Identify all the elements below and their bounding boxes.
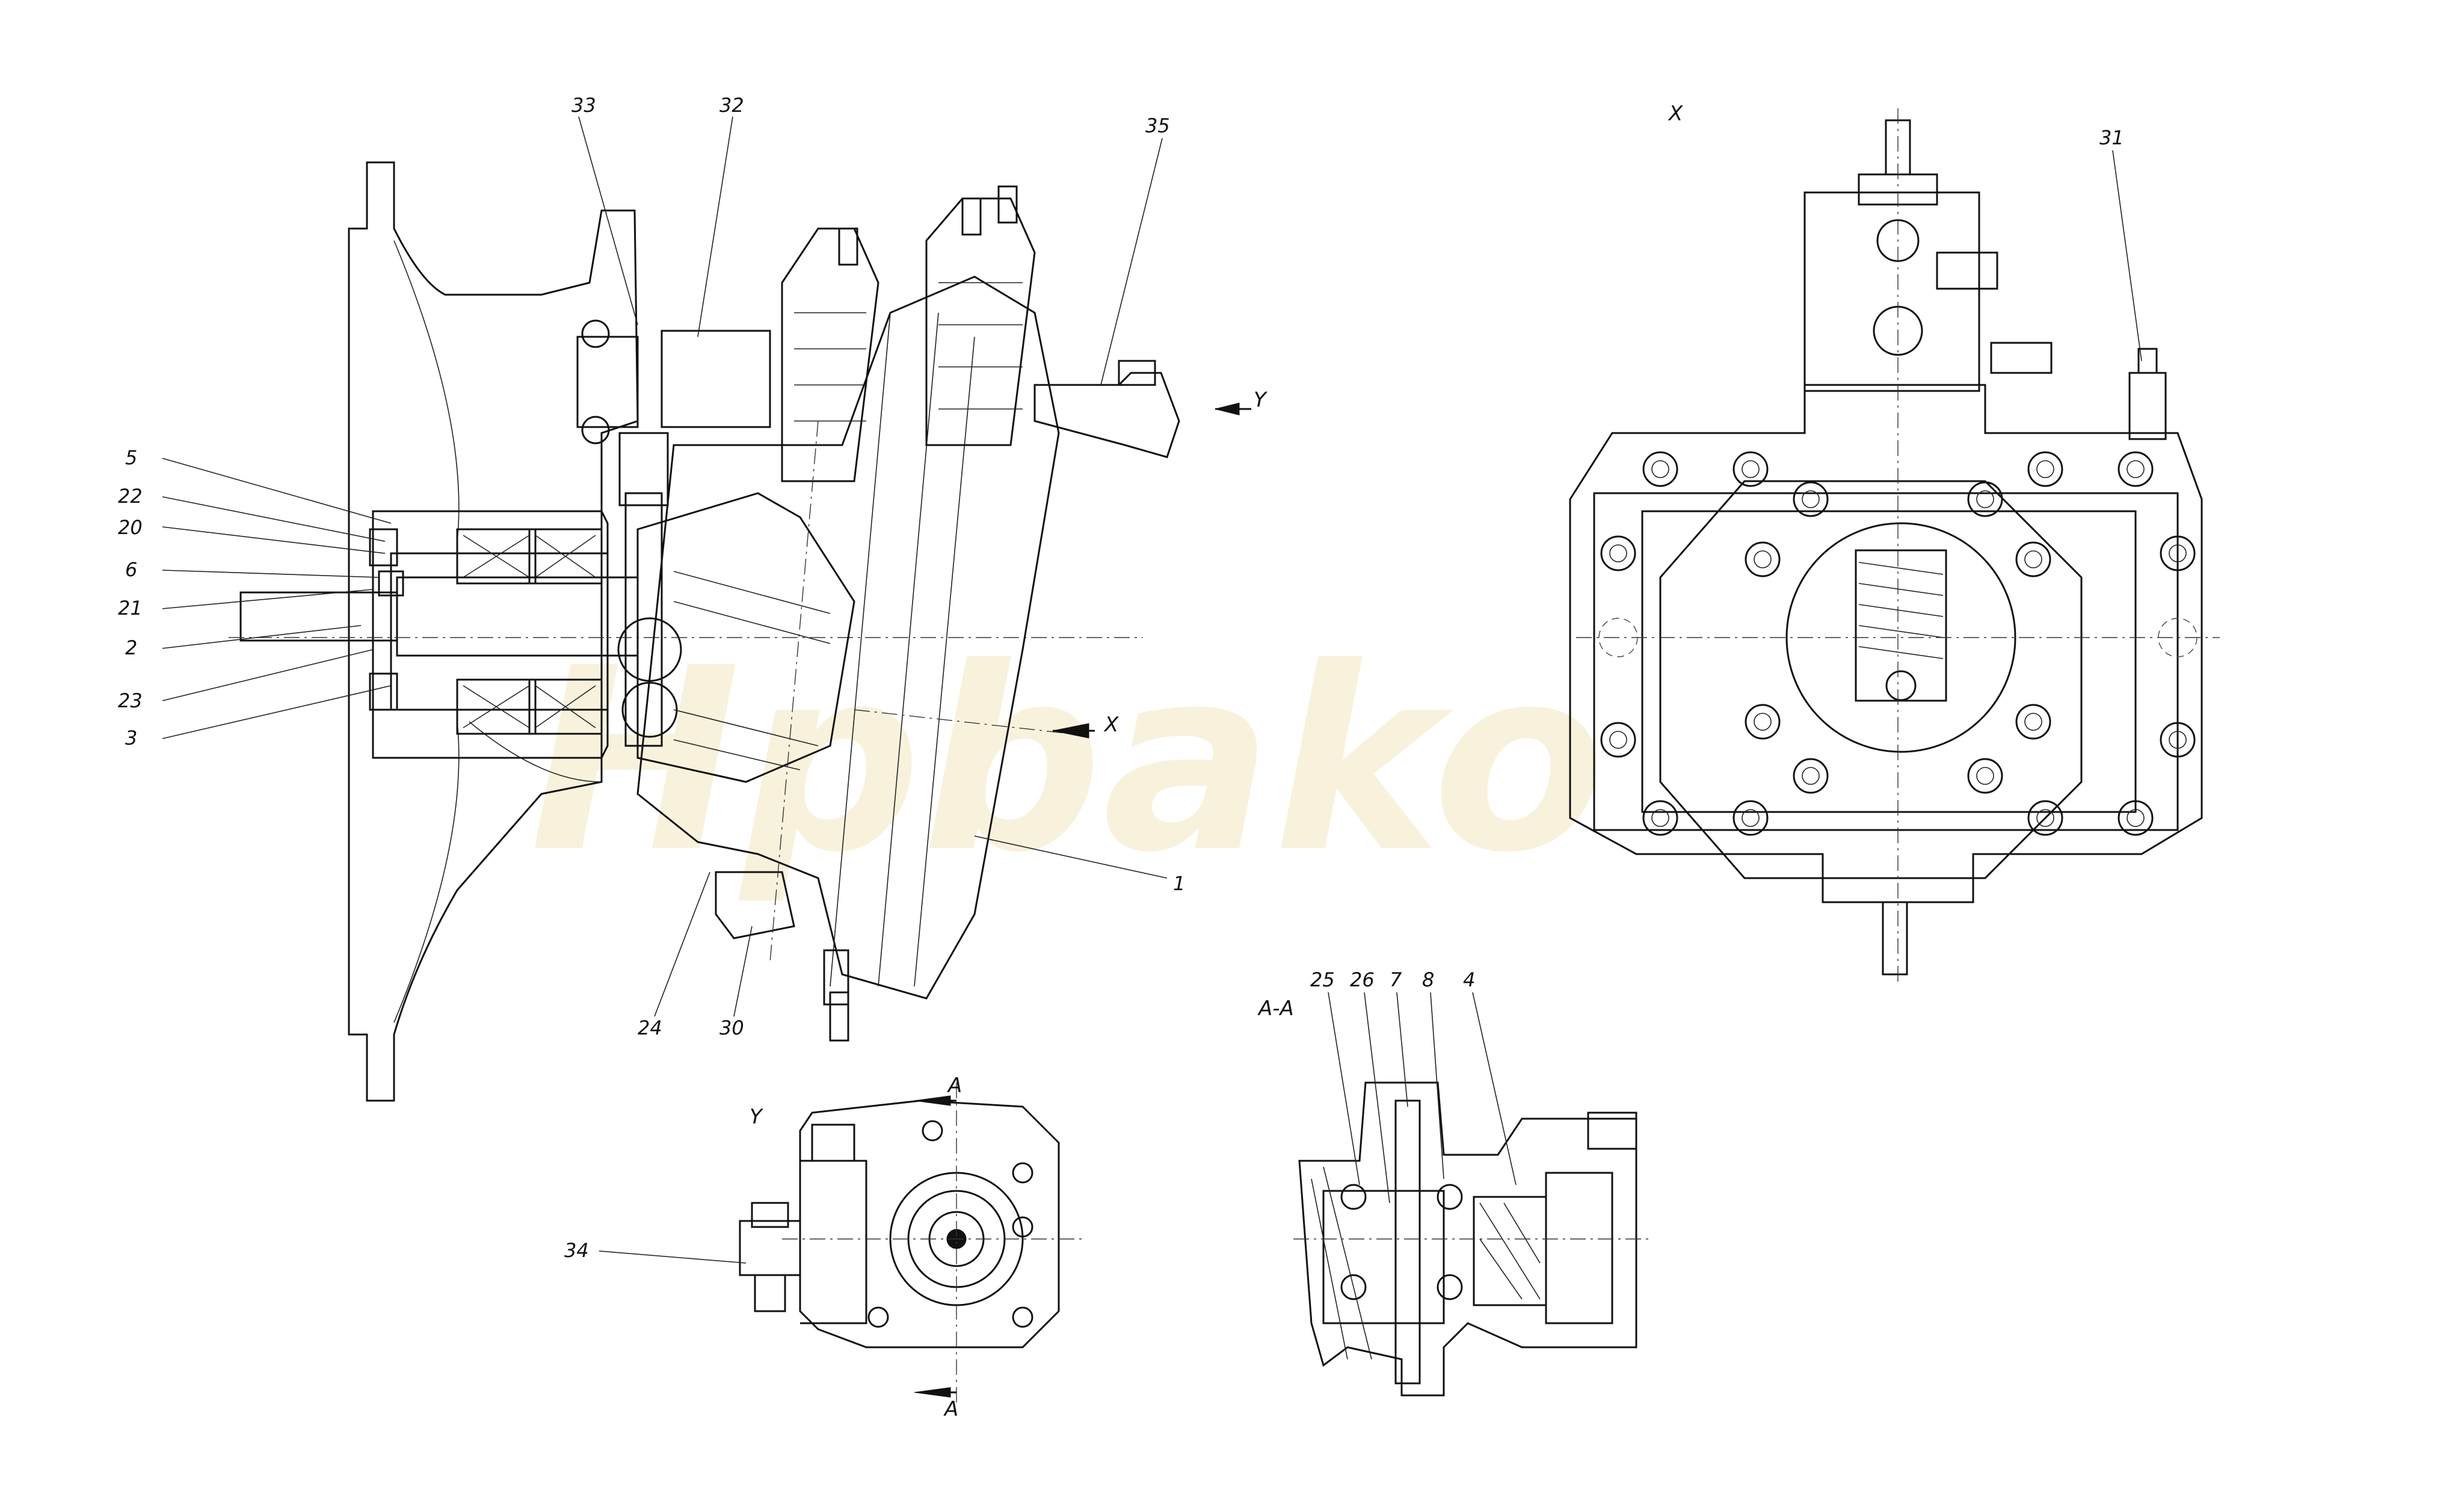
view-y	[739, 1083, 1083, 1407]
callout-22: 22	[118, 485, 143, 508]
callout-31: 31	[2099, 126, 2124, 149]
view-x	[1569, 108, 2220, 986]
section-a-bottom-label: A	[943, 1397, 958, 1421]
callout-32: 32	[719, 94, 744, 117]
section-a-top-label: A	[947, 1074, 962, 1098]
callout-6: 6	[125, 558, 137, 581]
callout-25: 25	[1310, 968, 1335, 991]
view-x-title: X	[1668, 102, 1683, 126]
view-x-bolts	[1598, 451, 2198, 836]
callout-1: 1	[1173, 872, 1185, 895]
callout-2: 2	[125, 636, 137, 659]
arrow-y-label: Y	[1254, 388, 1267, 412]
leader-lines	[162, 116, 2142, 1264]
section-aa-title: A-A	[1257, 997, 1294, 1021]
callout-8: 8	[1422, 968, 1434, 991]
callout-23: 23	[118, 689, 143, 712]
callout-35: 35	[1145, 114, 1170, 137]
callout-20: 20	[118, 516, 143, 539]
callout-21: 21	[118, 597, 143, 619]
view-labels: Y X X Y A A A-A	[750, 102, 1683, 1421]
main-section-view	[229, 161, 1180, 1102]
callout-34: 34	[564, 1239, 589, 1262]
callout-labels: 33 32 35 5 22 20 6 21 2 23 3 1 24 30 31 …	[118, 94, 2124, 1262]
section-aa	[1293, 1081, 1648, 1397]
callout-4: 4	[1463, 968, 1475, 991]
callout-30: 30	[719, 1016, 744, 1039]
callout-5: 5	[125, 446, 137, 469]
callout-33: 33	[571, 94, 596, 117]
view-y-title: Y	[750, 1105, 763, 1129]
callout-24: 24	[638, 1016, 662, 1039]
callout-3: 3	[125, 727, 137, 749]
arrow-x-label: X	[1103, 713, 1119, 737]
callout-7: 7	[1390, 968, 1402, 991]
callout-26: 26	[1350, 968, 1375, 991]
view-arrows	[1052, 402, 1251, 739]
watermark: Hpbako	[529, 614, 1606, 908]
